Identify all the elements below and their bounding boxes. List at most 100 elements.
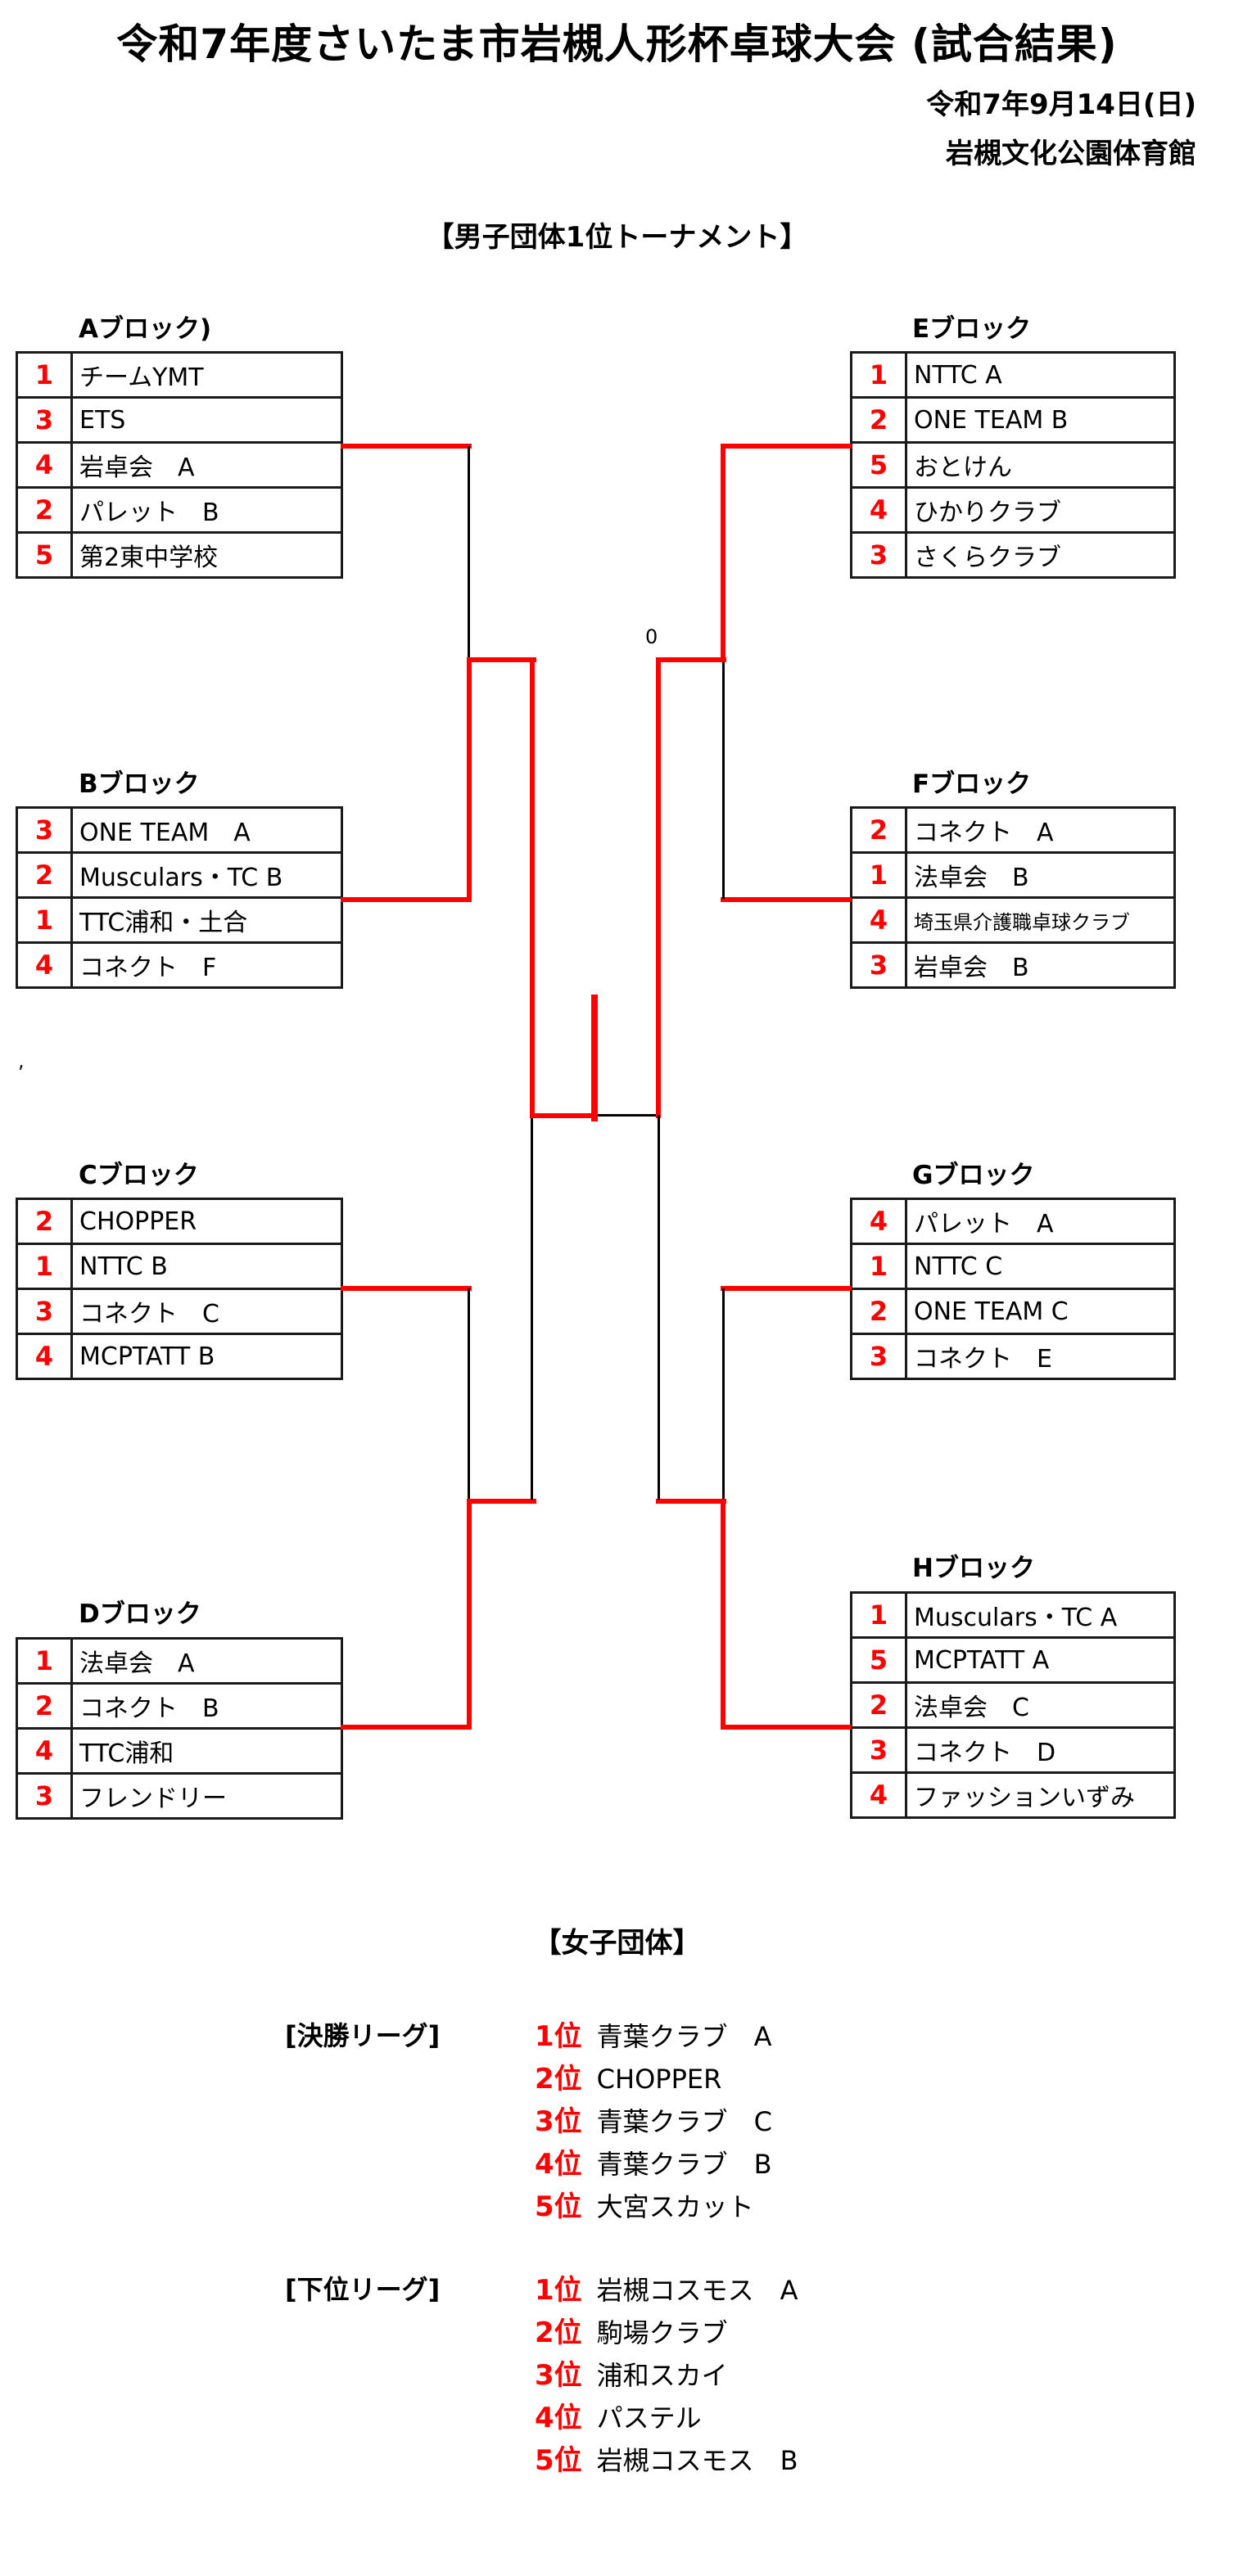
lower-league-label: [下位リーグ] <box>285 2274 441 2305</box>
rank-cell: 4 <box>16 441 73 489</box>
team-cell: コネクト F <box>70 941 343 989</box>
team-cell: 法卓会 B <box>905 851 1176 899</box>
team-cell: 岩卓会 B <box>905 941 1176 989</box>
final-winner-line <box>591 995 598 1121</box>
bracket-line <box>341 1725 472 1730</box>
team-cell: NTTC B <box>70 1243 343 1290</box>
rank-cell: 4 <box>850 1771 907 1819</box>
team-name: 大宮スカット <box>596 2191 754 2222</box>
rank-cell: 1 <box>850 1243 907 1290</box>
team-cell: MCPTATT A <box>905 1636 1176 1684</box>
rank-cell: 1 <box>16 1637 73 1685</box>
bracket-line <box>721 446 725 661</box>
rank-cell: 3 <box>850 941 907 989</box>
rank-cell: 1 <box>850 1591 907 1639</box>
bracket-line <box>721 897 852 902</box>
team-cell: ONE TEAM C <box>905 1288 1176 1335</box>
block-e-label: Eブロック <box>912 314 1032 344</box>
bracket-line <box>722 1288 725 1503</box>
team-name: 駒場クラブ <box>596 2317 728 2348</box>
rank-label: 4位 <box>535 2402 582 2434</box>
rank-cell: 1 <box>850 851 907 899</box>
team-cell: NTTC A <box>905 351 1176 399</box>
rank-cell: 5 <box>850 1636 907 1684</box>
rank-label: 1位 <box>535 2020 582 2053</box>
rank-label: 2位 <box>535 2317 582 2349</box>
rank-cell: 2 <box>16 486 73 534</box>
event-venue: 岩槻文化公園体育館 <box>946 138 1196 170</box>
team-cell: パレット B <box>70 486 343 534</box>
team-cell: NTTC C <box>905 1243 1176 1290</box>
list-item: 3位浦和スカイ <box>535 2353 798 2395</box>
rank-cell: 3 <box>850 1726 907 1774</box>
block-g-label: Gブロック <box>912 1161 1035 1190</box>
rank-cell: 2 <box>850 1681 907 1729</box>
rank-cell: 4 <box>16 941 73 989</box>
rank-cell: 4 <box>850 1198 907 1245</box>
team-cell: CHOPPER <box>70 1198 343 1245</box>
block-f-label: Fブロック <box>912 769 1032 799</box>
team-cell: Musculars・TC A <box>905 1591 1176 1639</box>
block-d-label: Dブロック <box>79 1599 201 1629</box>
rank-cell: 4 <box>16 1727 73 1775</box>
rank-cell: 2 <box>16 851 73 899</box>
rank-cell: 4 <box>850 896 907 944</box>
rank-label: 5位 <box>535 2190 582 2223</box>
team-name: 青葉クラブ A <box>596 2021 772 2052</box>
team-cell: 岩卓会 A <box>70 441 343 489</box>
team-name: 岩槻コスモス B <box>596 2445 798 2476</box>
list-item: 1位岩槻コスモス A <box>535 2267 798 2310</box>
team-cell: ひかりクラブ <box>905 486 1176 534</box>
team-cell: コネクト E <box>905 1333 1176 1380</box>
block-b-label: Bブロック <box>79 769 200 799</box>
rank-label: 5位 <box>535 2444 582 2477</box>
rank-cell: 5 <box>850 441 907 489</box>
team-cell: ファッションいずみ <box>905 1771 1176 1819</box>
rank-cell: 3 <box>16 1288 73 1335</box>
bracket-line <box>595 1114 661 1117</box>
team-name: 岩槻コスモス A <box>596 2275 798 2306</box>
bracket-line <box>658 1115 660 1500</box>
bracket-line <box>722 660 725 899</box>
block-c-label: Cブロック <box>79 1161 199 1190</box>
team-cell: 埼玉県介護職卓球クラブ <box>905 896 1176 944</box>
rank-cell: 1 <box>16 351 73 399</box>
rank-cell: 1 <box>16 896 73 944</box>
bracket-line <box>467 1501 472 1730</box>
lower-league-results: 1位岩槻コスモス A 2位駒場クラブ 3位浦和スカイ 4位パステル 5位岩槻コス… <box>535 2267 798 2480</box>
event-date: 令和7年9月14日(日) <box>926 88 1196 121</box>
rank-cell: 3 <box>850 531 907 579</box>
bracket-line <box>721 1286 852 1291</box>
block-h-label: Hブロック <box>912 1554 1035 1583</box>
team-cell: 法卓会 A <box>70 1637 343 1685</box>
rank-label: 2位 <box>535 2063 582 2096</box>
team-cell: おとけん <box>905 441 1176 489</box>
rank-cell: 3 <box>16 806 73 854</box>
team-name: 青葉クラブ C <box>596 2106 773 2137</box>
stray-mark: , <box>18 1049 25 1072</box>
rank-cell: 3 <box>16 1772 73 1820</box>
